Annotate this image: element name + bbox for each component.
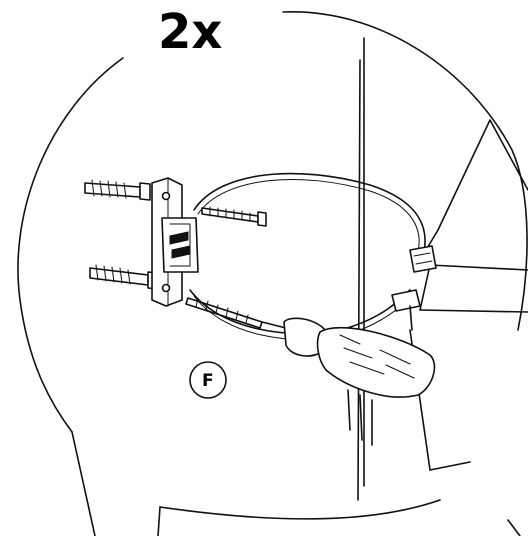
callout-f: F: [189, 361, 227, 399]
wall-edge: [357, 37, 528, 501]
wall-anchor-icon: [89, 264, 159, 290]
zoom-bubble: [17, 11, 528, 536]
quantity-label: 2x: [158, 4, 222, 60]
screw-icon: [185, 297, 263, 329]
cable-clip-icon: [391, 245, 437, 331]
screwdriver-icon: [261, 317, 436, 446]
screw-icon: [201, 206, 267, 227]
callout-label: F: [202, 371, 214, 391]
wall-anchor-icon: [84, 179, 151, 201]
wall-bracket-icon: [151, 177, 199, 307]
